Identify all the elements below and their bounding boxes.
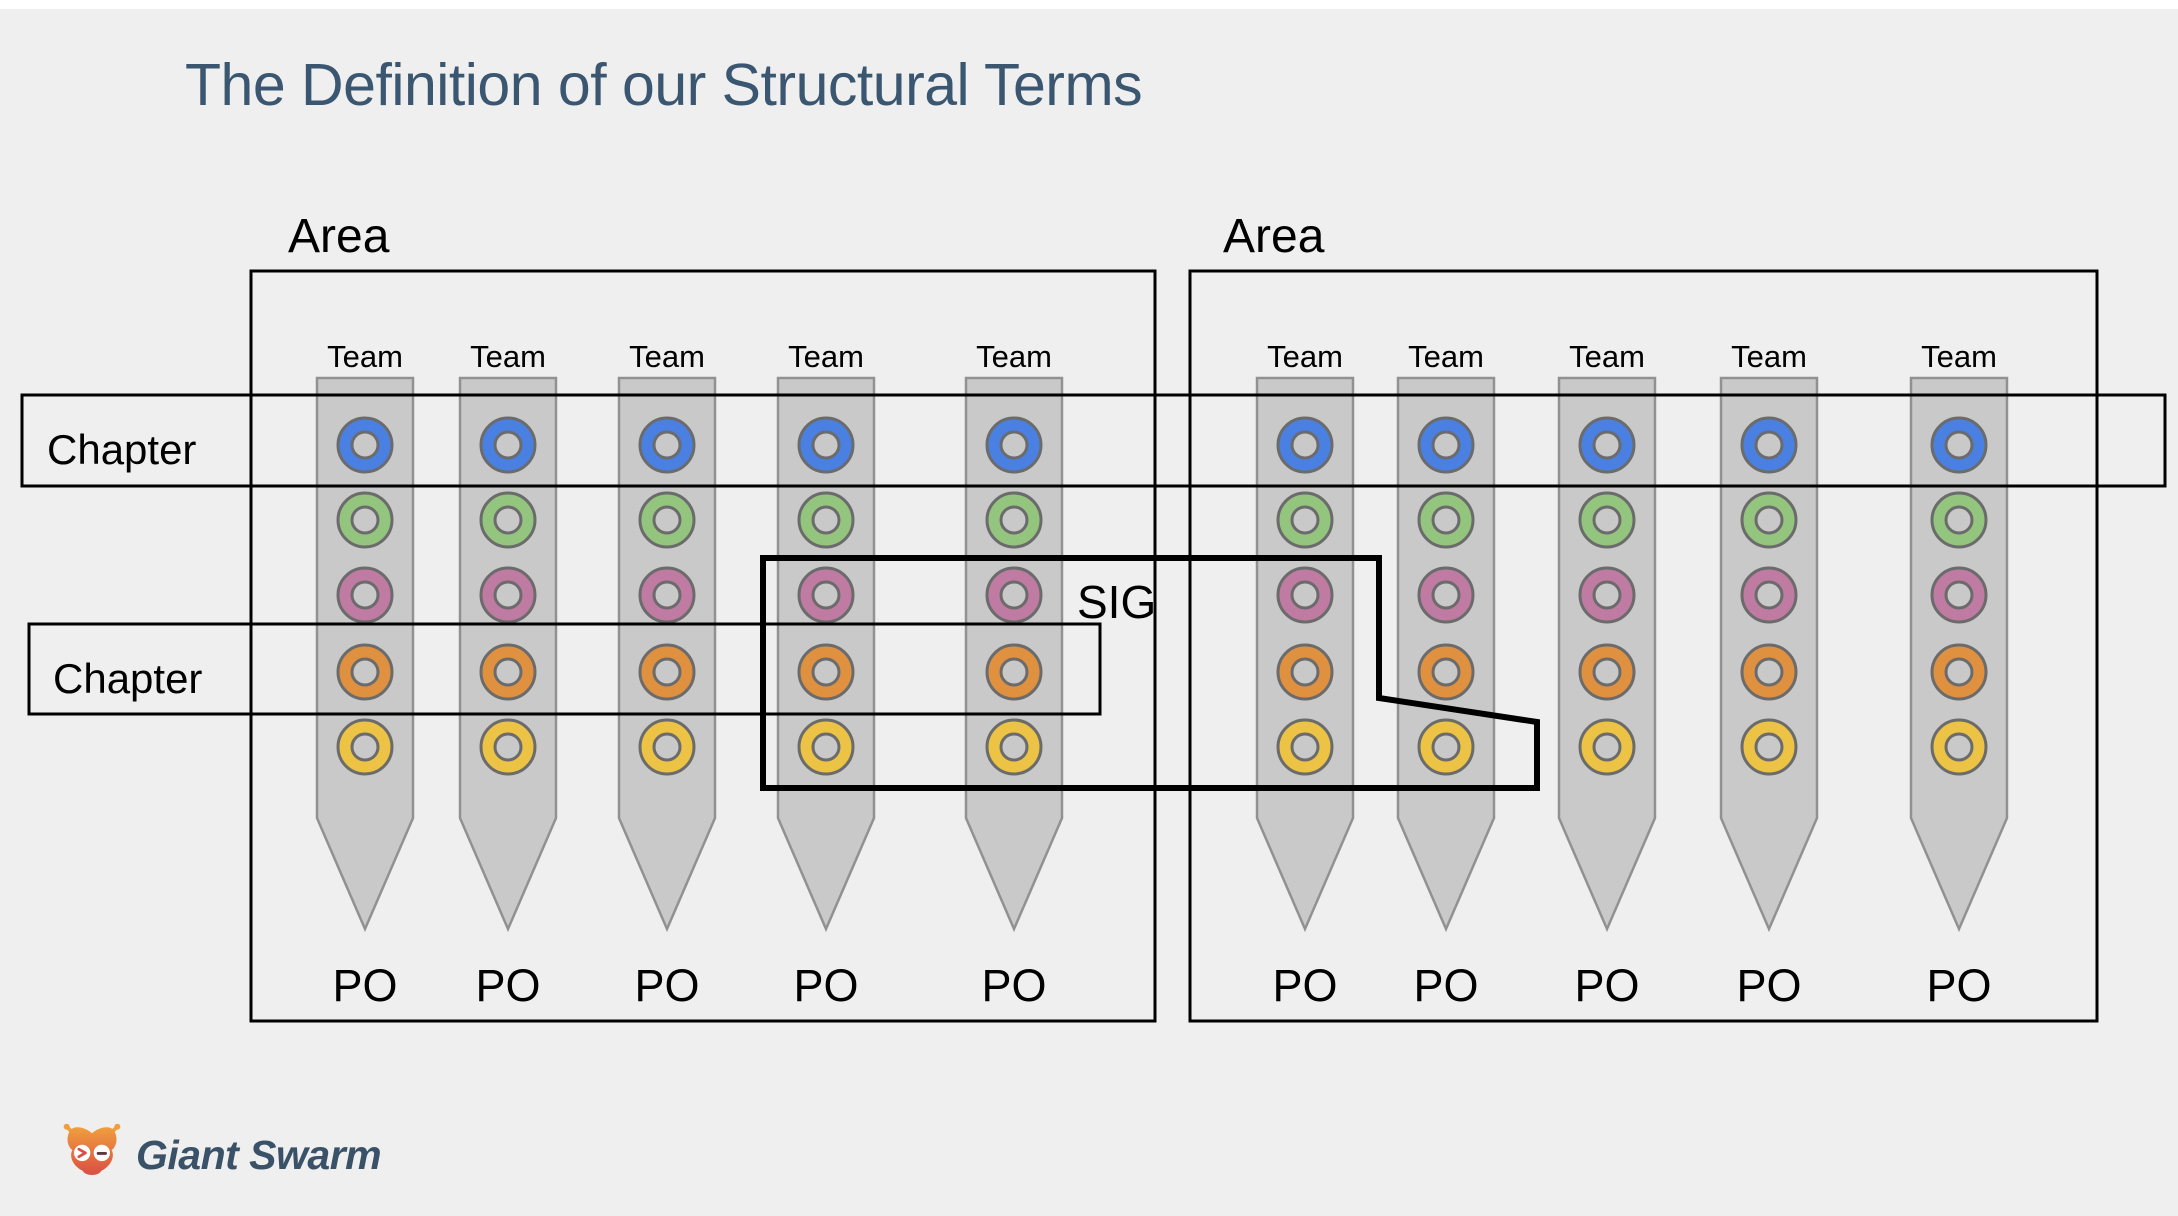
logo-ant-icon xyxy=(63,1123,121,1175)
ring-green-hole xyxy=(350,505,380,535)
ring-pink-hole xyxy=(1431,580,1461,610)
ant-eye-left xyxy=(74,1144,91,1162)
team-label: Team xyxy=(1569,339,1645,374)
team-label: Team xyxy=(1408,339,1484,374)
brand-name: Giant Swarm xyxy=(136,1131,382,1178)
ring-pink-hole xyxy=(350,580,380,610)
ring-green-hole xyxy=(1431,505,1461,535)
ring-blue-hole xyxy=(1431,430,1461,460)
team-label: Team xyxy=(1731,339,1807,374)
team-label: Team xyxy=(1267,339,1343,374)
chapter-box xyxy=(20,393,2167,488)
ring-blue-hole xyxy=(1290,430,1320,460)
sig-label: SIG xyxy=(1077,576,1157,628)
ring-yellow-hole xyxy=(999,732,1029,762)
po-label: PO xyxy=(981,960,1047,1011)
ring-pink-hole xyxy=(999,580,1029,610)
ring-orange-hole xyxy=(1431,657,1461,687)
antenna-tip-right xyxy=(114,1123,121,1130)
area-label: Area xyxy=(288,210,390,263)
ring-green-hole xyxy=(999,505,1029,535)
ring-orange-hole xyxy=(652,657,682,687)
ring-pink-hole xyxy=(652,580,682,610)
ring-green-hole xyxy=(1754,505,1784,535)
ring-yellow-hole xyxy=(811,732,841,762)
ring-green-hole xyxy=(493,505,523,535)
ant-head xyxy=(67,1127,117,1175)
ring-blue-hole xyxy=(999,430,1029,460)
ring-orange-hole xyxy=(1754,657,1784,687)
chapter-box xyxy=(27,622,1102,716)
po-label: PO xyxy=(475,960,541,1011)
giant-swarm-logo: Giant Swarm xyxy=(62,1120,382,1184)
ring-pink-hole xyxy=(1592,580,1622,610)
po-label: PO xyxy=(1272,960,1338,1011)
ring-yellow-hole xyxy=(1290,732,1320,762)
ring-yellow-hole xyxy=(1431,732,1461,762)
ring-yellow-hole xyxy=(350,732,380,762)
ring-green-hole xyxy=(1290,505,1320,535)
team-label: Team xyxy=(976,339,1052,374)
ring-orange-hole xyxy=(493,657,523,687)
ring-blue-hole xyxy=(1592,430,1622,460)
po-label: PO xyxy=(793,960,859,1011)
ring-orange-hole xyxy=(1290,657,1320,687)
po-label: PO xyxy=(1736,960,1802,1011)
po-label: PO xyxy=(1574,960,1640,1011)
ring-orange-hole xyxy=(350,657,380,687)
team-label: Team xyxy=(788,339,864,374)
ring-orange-hole xyxy=(811,657,841,687)
chapter-label: Chapter xyxy=(47,426,197,473)
ring-blue-hole xyxy=(1944,430,1974,460)
ring-orange-hole xyxy=(1592,657,1622,687)
ring-yellow-hole xyxy=(1944,732,1974,762)
ring-green-hole xyxy=(1592,505,1622,535)
ring-orange-hole xyxy=(1944,657,1974,687)
ring-yellow-hole xyxy=(1754,732,1784,762)
ring-blue-hole xyxy=(1754,430,1784,460)
ring-yellow-hole xyxy=(493,732,523,762)
po-label: PO xyxy=(634,960,700,1011)
antenna-tip-left xyxy=(63,1123,70,1130)
team-label: Team xyxy=(470,339,546,374)
slide-title: The Definition of our Structural Terms xyxy=(185,52,1143,118)
ring-pink-hole xyxy=(1944,580,1974,610)
ring-pink-hole xyxy=(1754,580,1784,610)
team-label: Team xyxy=(1921,339,1997,374)
ring-blue-hole xyxy=(652,430,682,460)
ring-pink-hole xyxy=(493,580,523,610)
ring-yellow-hole xyxy=(652,732,682,762)
ring-blue-hole xyxy=(811,430,841,460)
ring-yellow-hole xyxy=(1592,732,1622,762)
ring-pink-hole xyxy=(1290,580,1320,610)
area-box xyxy=(1188,269,2099,1023)
team-label: Team xyxy=(629,339,705,374)
sig-outline xyxy=(760,555,1540,791)
area-box xyxy=(249,269,1157,1023)
ring-blue-hole xyxy=(493,430,523,460)
area-label: Area xyxy=(1223,210,1325,263)
chapter-label: Chapter xyxy=(53,655,203,702)
ring-green-hole xyxy=(811,505,841,535)
team-label: Team xyxy=(327,339,403,374)
prompt-icon xyxy=(77,1147,87,1159)
top-strip xyxy=(0,0,2178,9)
ring-orange-hole xyxy=(999,657,1029,687)
po-label: PO xyxy=(1413,960,1479,1011)
po-label: PO xyxy=(332,960,398,1011)
ring-green-hole xyxy=(1944,505,1974,535)
ring-green-hole xyxy=(652,505,682,535)
po-label: PO xyxy=(1926,960,1992,1011)
ring-blue-hole xyxy=(350,430,380,460)
ring-pink-hole xyxy=(811,580,841,610)
